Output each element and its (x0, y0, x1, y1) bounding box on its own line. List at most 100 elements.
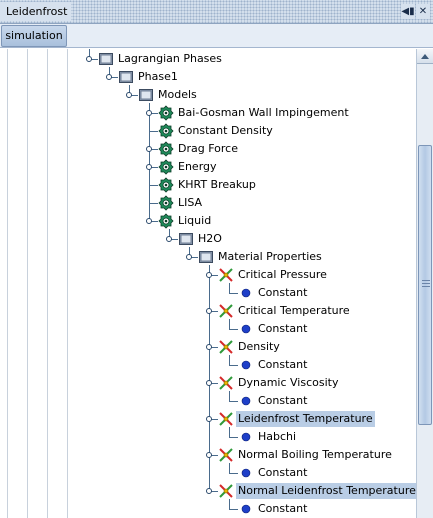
method-dot-icon (238, 357, 254, 373)
tree-connector-line (229, 391, 230, 401)
method-dot-icon (238, 393, 254, 409)
tree-node-label[interactable]: Dynamic Viscosity (238, 376, 339, 389)
method-dot-icon (238, 285, 254, 301)
tree-node-label[interactable]: Habchi (258, 430, 297, 443)
expand-toggle[interactable] (206, 380, 212, 386)
tree-node-label[interactable]: Constant Density (178, 124, 273, 137)
tree-node-label[interactable]: LISA (178, 196, 203, 209)
tree-connector-line (229, 329, 238, 330)
tree-node-label[interactable]: Constant (258, 358, 308, 371)
model-icon (158, 123, 174, 139)
tree-connector-line (169, 239, 178, 240)
tree-connector-line (209, 347, 218, 348)
scroll-up-button[interactable] (417, 49, 433, 64)
tree-node-label[interactable]: Constant (258, 466, 308, 479)
tree-connector-line (109, 77, 118, 78)
tree-guide-line (7, 49, 8, 518)
tree-node-label[interactable]: H2O (198, 232, 222, 245)
expand-toggle[interactable] (206, 416, 212, 422)
expand-toggle[interactable] (206, 452, 212, 458)
tree-node-label[interactable]: Critical Pressure (238, 268, 327, 281)
tree-node-label[interactable]: Constant (258, 502, 308, 515)
tree-connector-line (189, 257, 198, 258)
tree-connector-line (229, 319, 230, 329)
tree-connector-line (209, 419, 218, 420)
tree-connector-line (209, 491, 218, 492)
expand-toggle[interactable] (206, 344, 212, 350)
model-icon (158, 195, 174, 211)
property-icon (218, 375, 234, 391)
pin-icon[interactable]: ◀▮ (401, 4, 415, 19)
scroll-thumb[interactable] (418, 145, 432, 425)
tree-node-label[interactable]: Liquid (178, 214, 212, 227)
tree-node-label[interactable]: Constant (258, 394, 308, 407)
tree-connector-line (209, 383, 218, 384)
property-icon (218, 303, 234, 319)
tree-connector-line (229, 283, 230, 293)
folder-icon (98, 51, 114, 67)
expand-toggle[interactable] (206, 308, 212, 314)
tree-connector-line (149, 185, 158, 186)
tree-node-label[interactable]: Normal Boiling Temperature (238, 448, 392, 461)
expand-toggle[interactable] (206, 488, 212, 494)
model-icon (158, 177, 174, 193)
property-icon (218, 447, 234, 463)
property-icon (218, 411, 234, 427)
close-icon[interactable]: ✕ (416, 4, 430, 19)
expand-toggle[interactable] (206, 272, 212, 278)
tree-connector-line (229, 509, 238, 510)
tree-node-label[interactable]: Normal Leidenfrost Temperature (236, 483, 416, 499)
folder-icon (198, 249, 214, 265)
tree-node-label[interactable]: Bai-Gosman Wall Impingement (178, 106, 349, 119)
simulation-tab-button[interactable]: simulation (1, 25, 67, 47)
tree-node-label[interactable]: Density (238, 340, 280, 353)
expand-toggle[interactable] (146, 164, 152, 170)
model-icon (158, 141, 174, 157)
tree-node-label[interactable]: Energy (178, 160, 217, 173)
expand-toggle[interactable] (146, 218, 152, 224)
tree-connector-line (229, 427, 230, 437)
property-icon (218, 483, 234, 499)
tree-connector-line (209, 275, 218, 276)
method-dot-icon (238, 321, 254, 337)
model-icon (158, 105, 174, 121)
tree-connector-line (149, 203, 158, 204)
tree-node-label[interactable]: Constant (258, 322, 308, 335)
expand-toggle[interactable] (146, 146, 152, 152)
method-dot-icon (238, 465, 254, 481)
tree-connector-line (149, 149, 158, 150)
tree-guide-line (67, 49, 68, 518)
window-title: Leidenfrost (0, 2, 72, 21)
tree-node-label[interactable]: KHRT Breakup (178, 178, 256, 191)
tree-connector-line (229, 293, 238, 294)
expand-toggle[interactable] (146, 110, 152, 116)
tree-node-label[interactable]: Models (158, 88, 197, 101)
expand-toggle[interactable] (166, 236, 172, 242)
tree-connector-line (229, 499, 230, 509)
tree-connector-line (89, 49, 90, 59)
expand-toggle[interactable] (186, 254, 192, 260)
tree-connector-line (209, 265, 210, 491)
tree-connector-line (229, 365, 238, 366)
folder-icon (118, 69, 134, 85)
method-dot-icon (238, 501, 254, 517)
tree-node-label[interactable]: Phase1 (138, 70, 178, 83)
tree-connector-line (129, 95, 138, 96)
tree-node-label[interactable]: Critical Temperature (238, 304, 350, 317)
vertical-scrollbar[interactable] (416, 49, 433, 518)
tree-connector-line (109, 67, 110, 77)
tree-node-label[interactable]: Drag Force (178, 142, 238, 155)
expand-toggle[interactable] (86, 56, 92, 62)
tree-connector-line (229, 401, 238, 402)
tree-connector-line (89, 59, 98, 60)
tree-node-label[interactable]: Material Properties (218, 250, 322, 263)
property-icon (218, 339, 234, 355)
tree-node-label[interactable]: Leidenfrost Temperature (236, 411, 375, 427)
tree-connector-line (229, 473, 238, 474)
expand-toggle[interactable] (106, 74, 112, 80)
tree-node-label[interactable]: Constant (258, 286, 308, 299)
tree-node-label[interactable]: Lagrangian Phases (118, 52, 222, 65)
expand-toggle[interactable] (126, 92, 132, 98)
tree-connector-line (129, 85, 130, 95)
